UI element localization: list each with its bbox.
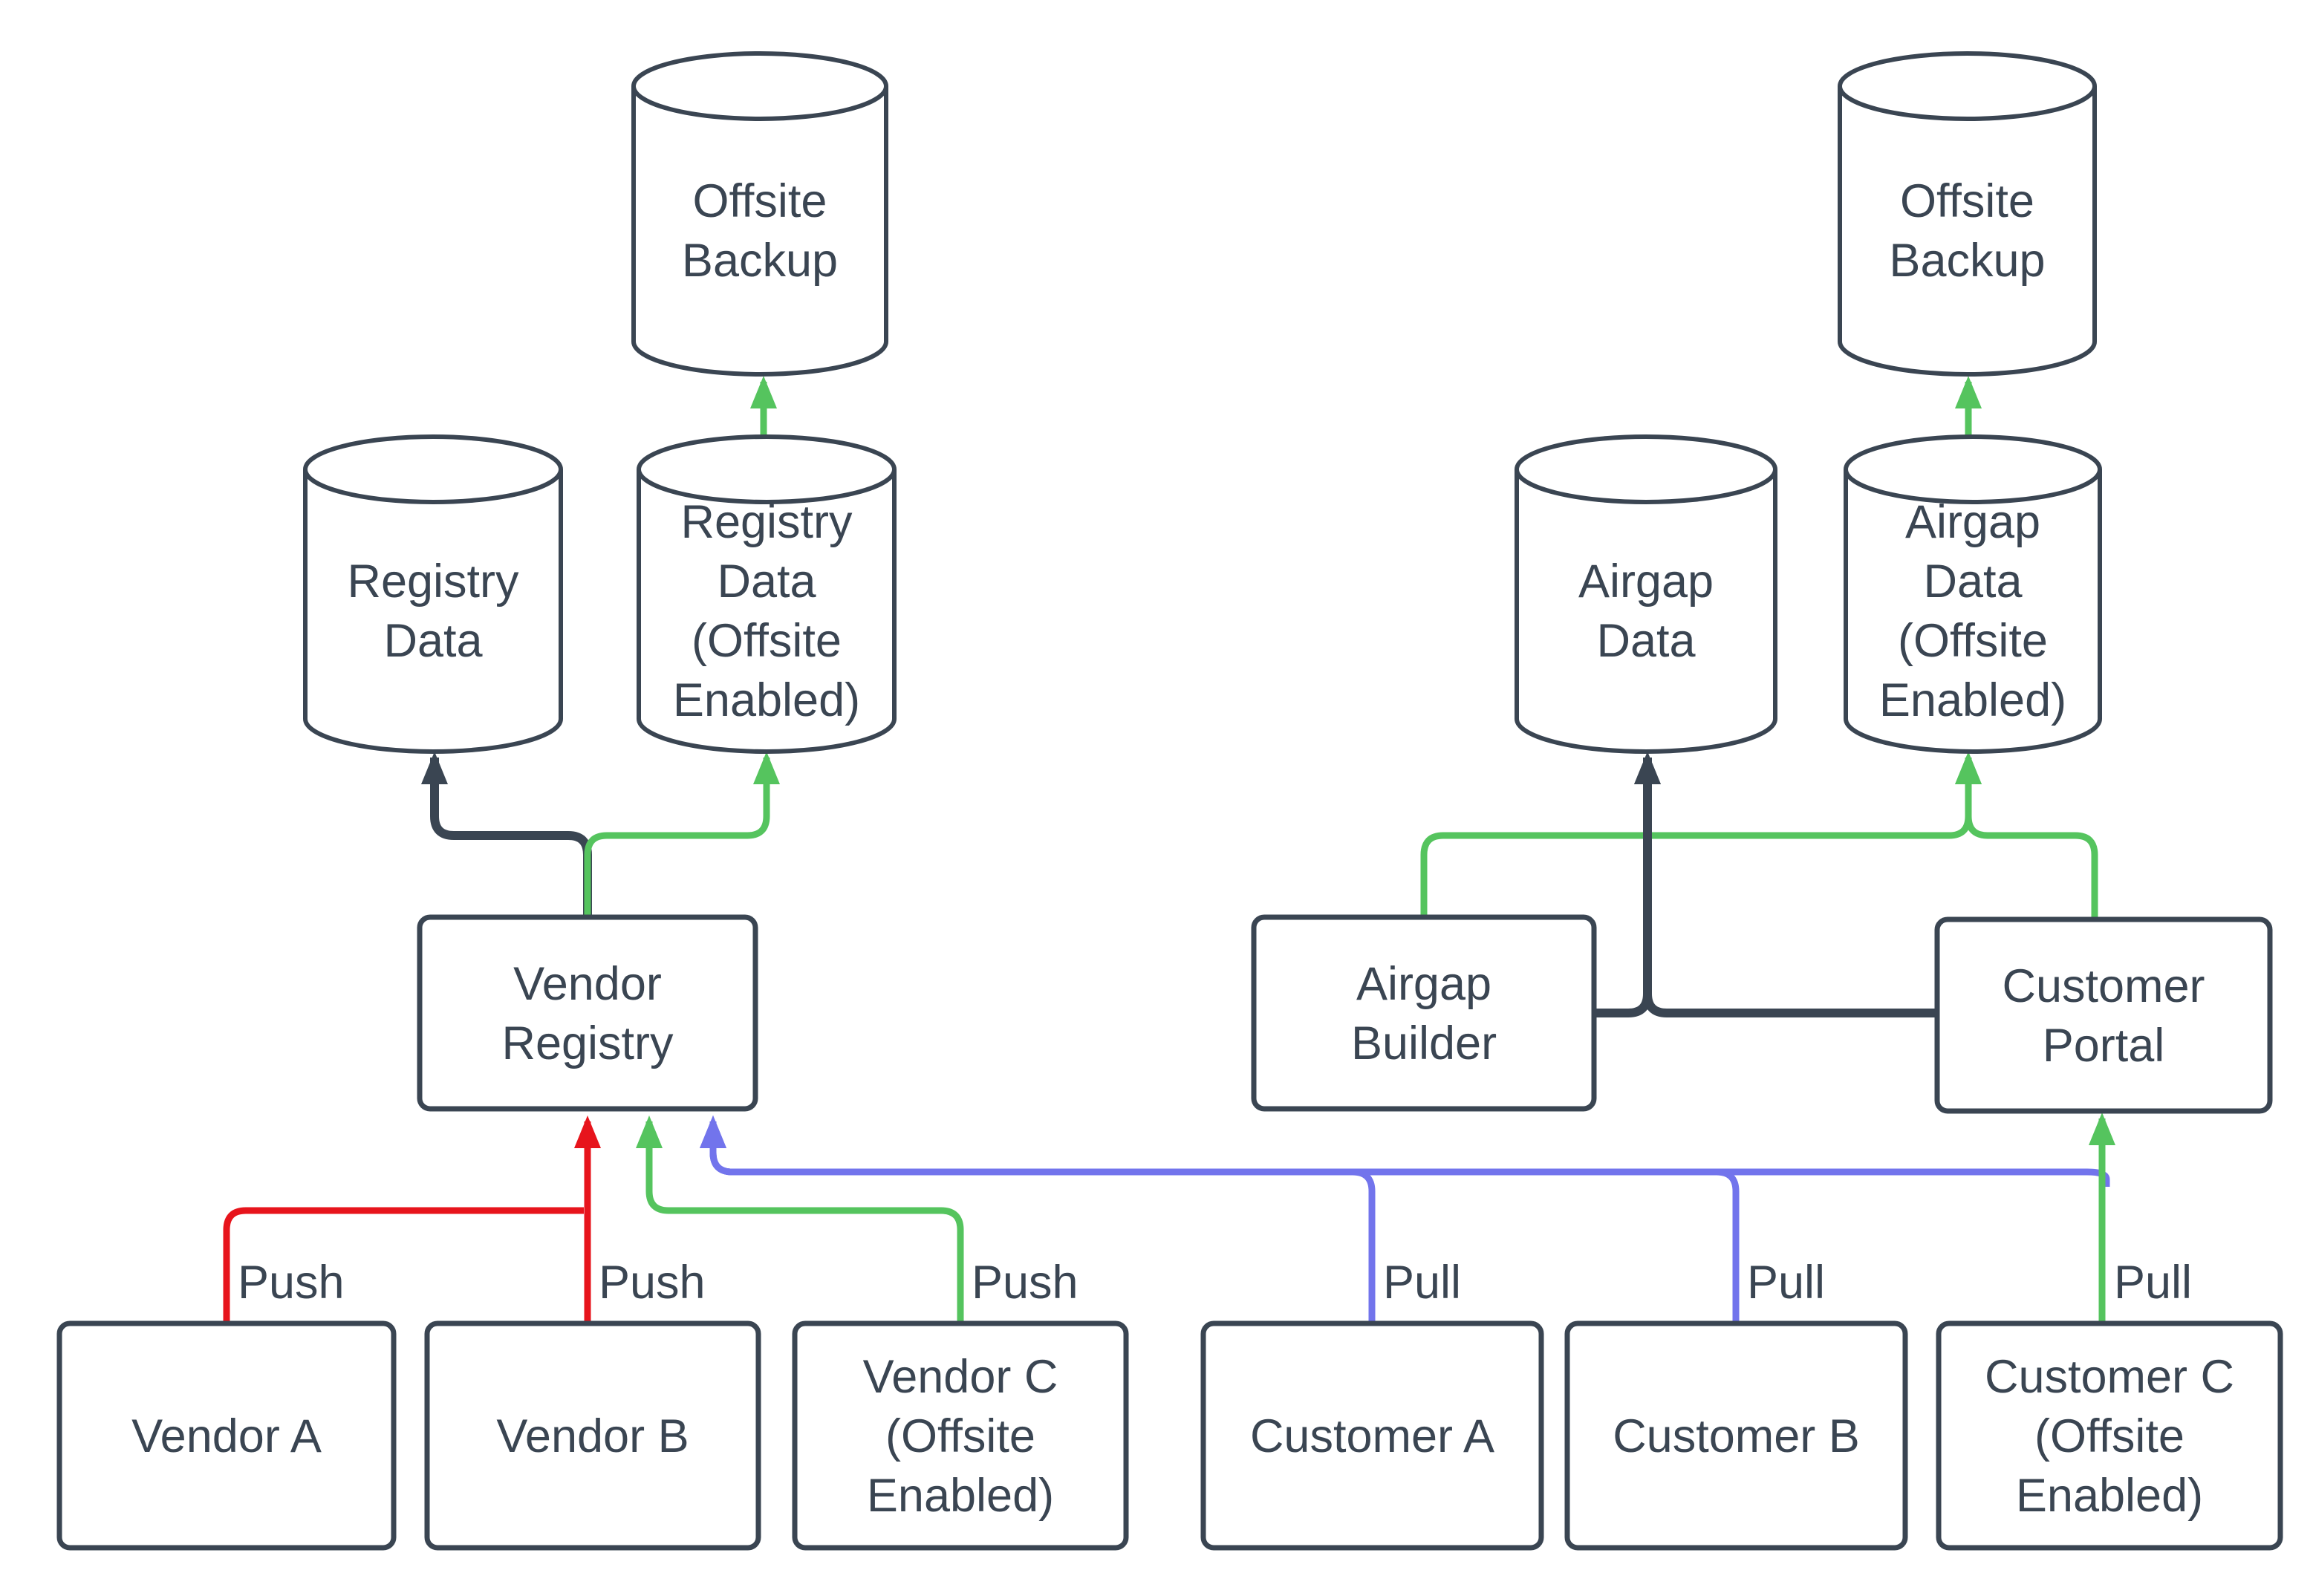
cylinder-body-offsite-backup-left [631,86,888,377]
cylinder-top-offsite-backup-left [631,51,888,121]
node-vendor-b: Vendor B [424,1320,761,1551]
box-customer-b [1564,1320,1908,1551]
edge-vendor-registry-to-registry-data-offsite [584,752,780,917]
box-vendor-registry [417,914,758,1112]
box-customer-portal [1934,916,2273,1114]
edge-label-push-vendor-b: Push [599,1257,706,1309]
node-customer-b: Customer B [1564,1320,1908,1551]
node-label-vendor-a: Vendor A [131,1410,322,1462]
edge-vendor-c-to-vendor-registry [636,1115,964,1323]
cylinder-top-airgap-data [1515,434,1777,504]
cylinder-body-offsite-backup-right [1838,86,2097,377]
edge-vendor-a-to-vendor-registry [223,1207,584,1323]
cylinder-top-airgap-data-offsite [1844,434,2102,504]
edge-customer-portal-to-airgap-data [1634,752,1937,1017]
edge-layer [223,376,2115,1323]
box-vendor-a [56,1320,397,1551]
edge-label-push-vendor-a: Push [238,1257,345,1309]
edge-label-pull-customer-b: Pull [1747,1257,1825,1309]
cylinder-body-airgap-data [1515,469,1777,754]
cylinder-top-registry-data [303,434,563,504]
cylinder-body-registry-data [303,469,563,754]
node-label-vendor-b: Vendor B [496,1410,689,1462]
box-customer-c [1936,1320,2283,1551]
edge-label-layer: Push Push Push Pull Pull Pull [238,1257,2192,1309]
edge-label-pull-customer-c: Pull [2114,1257,2192,1309]
box-customer-a [1200,1320,1544,1551]
node-label-customer-a: Customer A [1250,1410,1494,1462]
node-customer-a: Customer A [1200,1320,1544,1551]
cylinder-body-airgap-data-offsite [1844,469,2102,754]
box-airgap-builder [1251,914,1597,1112]
box-vendor-b [424,1320,761,1551]
cylinder-body-registry-data-offsite [637,469,897,754]
edge-customer-portal-to-airgap-data-offsite [1955,752,2098,919]
cylinder-top-offsite-backup-right [1838,51,2097,121]
box-vendor-c [792,1320,1129,1551]
cylinder-top-registry-data-offsite [637,434,897,504]
edge-customer-c-to-vendor-registry [700,1115,2110,1187]
node-label-customer-b: Customer B [1613,1410,1860,1462]
edge-label-pull-customer-a: Pull [1383,1257,1461,1309]
node-vendor-a: Vendor A [56,1320,397,1551]
edge-label-push-vendor-c: Push [972,1257,1079,1309]
